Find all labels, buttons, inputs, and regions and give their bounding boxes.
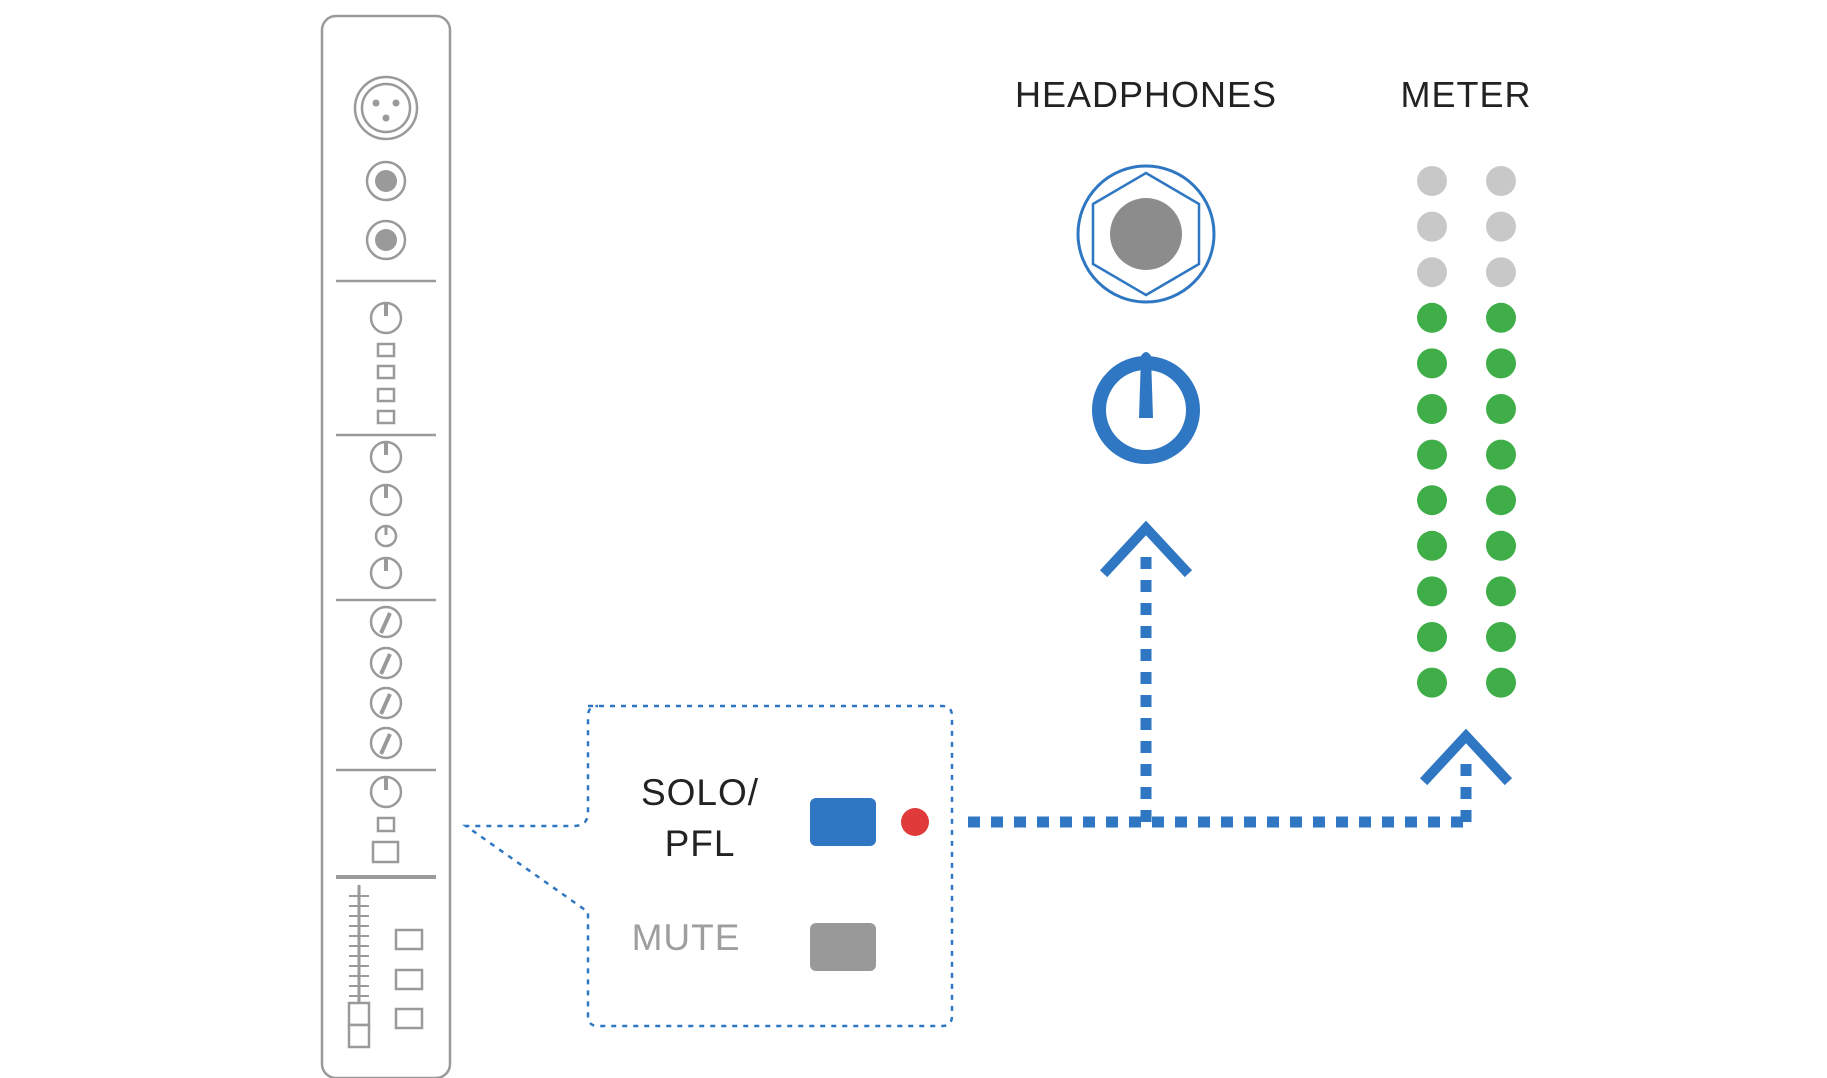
arrow-up-icon bbox=[1419, 728, 1513, 786]
aux-knob-icon bbox=[369, 605, 403, 639]
eq-knob-icon bbox=[369, 483, 403, 517]
meter-title: METER bbox=[1401, 74, 1532, 115]
meter-led-off bbox=[1417, 257, 1447, 288]
eq-knob-icon bbox=[369, 440, 403, 474]
meter-led-lit bbox=[1417, 439, 1447, 470]
channel-strip-outline bbox=[320, 14, 452, 1078]
switch-icon bbox=[394, 1007, 424, 1030]
meter-led-lit bbox=[1486, 622, 1516, 652]
aux-knob-icon bbox=[369, 646, 403, 680]
channel-strip-icon bbox=[320, 14, 452, 1078]
signal-path bbox=[968, 550, 1472, 828]
meter-led-lit bbox=[1486, 485, 1516, 516]
level-knob-icon[interactable] bbox=[1092, 352, 1200, 464]
aux-knob-icon bbox=[369, 686, 403, 720]
meter-led-lit bbox=[1417, 485, 1447, 516]
meter-led-lit bbox=[1486, 302, 1516, 333]
meter-led-off bbox=[1417, 211, 1447, 242]
meter-led-lit bbox=[1417, 394, 1447, 424]
fader-icon bbox=[347, 885, 371, 1049]
headphones-title: HEADPHONES bbox=[1015, 74, 1277, 115]
eq-knob-icon bbox=[374, 524, 398, 548]
eq-knob-icon bbox=[369, 556, 403, 590]
headphone-jack-icon bbox=[1076, 164, 1216, 304]
gain-knob-icon bbox=[369, 301, 403, 335]
meter-led-lit bbox=[1417, 348, 1447, 379]
switch-icon bbox=[376, 409, 396, 425]
meter-led-lit bbox=[1417, 667, 1447, 698]
mute-label: MUTE bbox=[632, 917, 741, 958]
meter-led-lit bbox=[1417, 302, 1447, 333]
meter-led-lit bbox=[1486, 394, 1516, 424]
xlr-input-icon bbox=[353, 75, 419, 141]
meter-led-off bbox=[1417, 166, 1447, 196]
meter-led-lit bbox=[1486, 576, 1516, 607]
pfl-label: PFL bbox=[665, 823, 736, 864]
arrow-up-icon bbox=[1099, 520, 1193, 578]
switch-icon bbox=[376, 364, 396, 380]
switch-icon bbox=[371, 840, 400, 864]
zoom-callout bbox=[462, 704, 954, 1028]
meter-led-lit bbox=[1417, 576, 1447, 607]
meter-led-lit bbox=[1417, 530, 1447, 561]
solo-led-icon bbox=[901, 808, 929, 836]
jack-input-icon bbox=[365, 160, 407, 202]
meter-led-off bbox=[1486, 166, 1516, 196]
meter-led-lit bbox=[1486, 667, 1516, 698]
mute-button[interactable] bbox=[810, 923, 876, 971]
meter-led-off bbox=[1486, 211, 1516, 242]
switch-icon bbox=[394, 968, 424, 991]
meter-led-off bbox=[1486, 257, 1516, 288]
jack-input-icon bbox=[365, 219, 407, 261]
switch-icon bbox=[376, 387, 396, 403]
aux-knob-icon bbox=[369, 726, 403, 760]
switch-icon bbox=[394, 928, 424, 951]
meter-led-lit bbox=[1486, 348, 1516, 379]
solo-label: SOLO/ bbox=[641, 772, 759, 813]
switch-icon bbox=[376, 342, 396, 358]
pan-knob-icon bbox=[369, 775, 403, 809]
meter-led-lit bbox=[1486, 439, 1516, 470]
level-meter bbox=[1417, 166, 1516, 698]
solo-button[interactable] bbox=[810, 798, 876, 846]
switch-icon bbox=[376, 816, 396, 833]
meter-led-lit bbox=[1486, 530, 1516, 561]
meter-led-lit bbox=[1417, 622, 1447, 652]
